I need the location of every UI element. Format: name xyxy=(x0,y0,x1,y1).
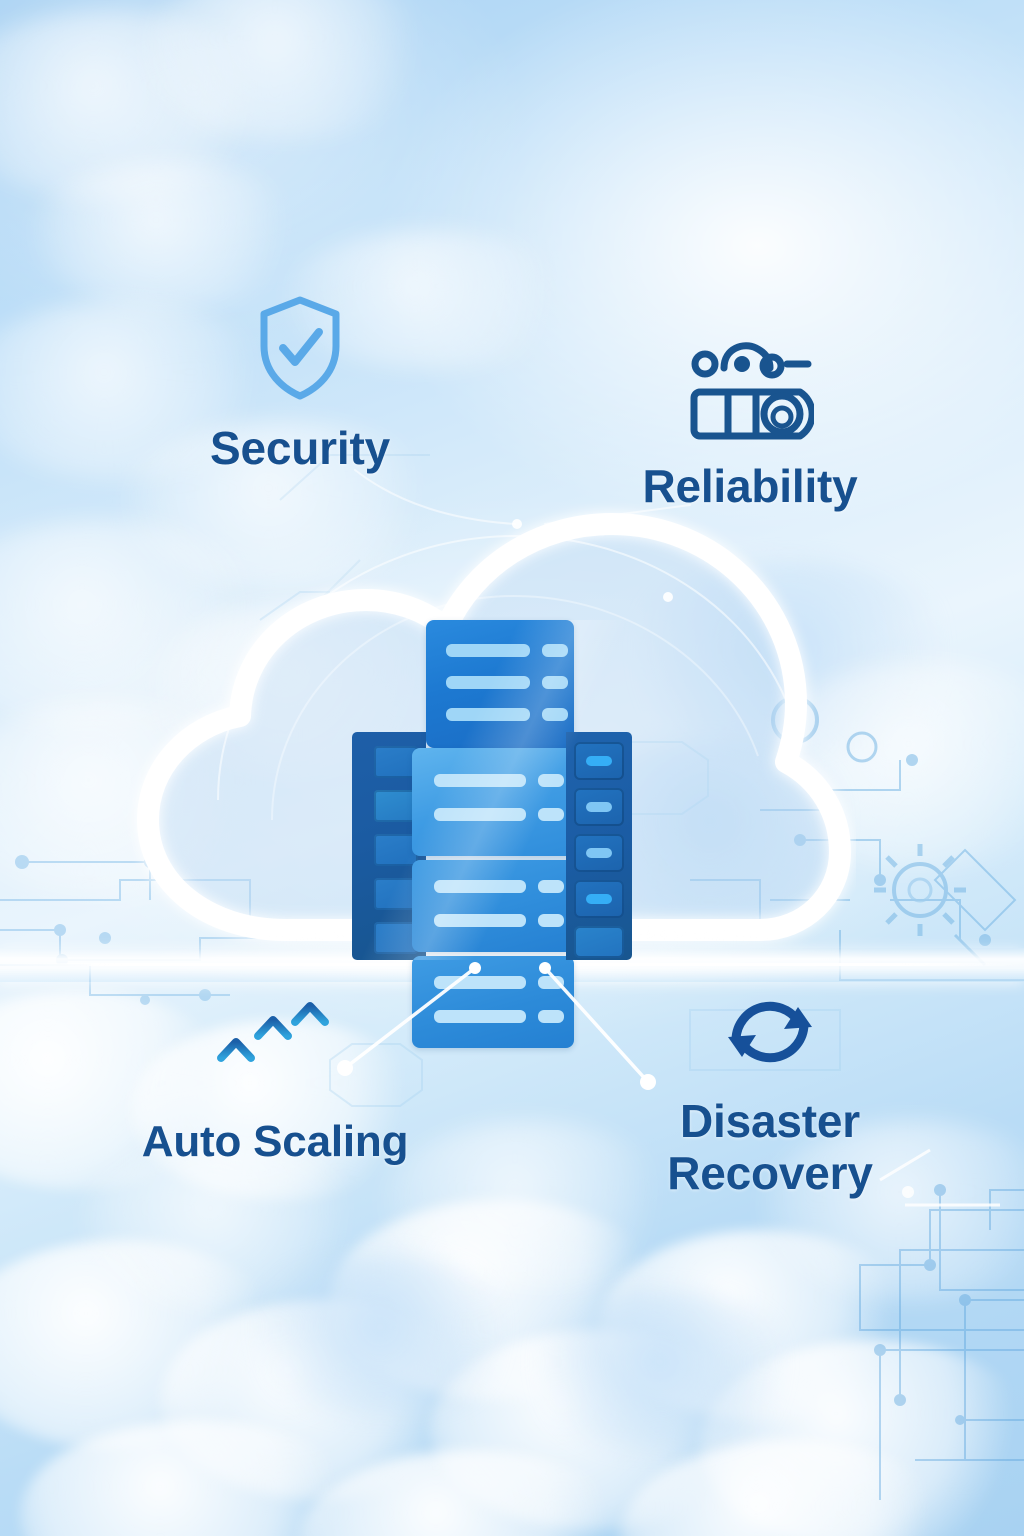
feature-disaster-recovery[interactable]: Disaster Recovery xyxy=(600,985,940,1199)
feature-label-security: Security xyxy=(210,422,390,474)
feature-label-auto-scaling: Auto Scaling xyxy=(141,1117,409,1166)
server-right-column xyxy=(566,732,632,960)
server-stack-graphic xyxy=(352,620,632,1048)
three-up-arrows-icon xyxy=(210,995,340,1105)
server-unit-top xyxy=(426,620,574,748)
feature-label-disaster-recovery: Disaster Recovery xyxy=(667,1095,873,1199)
feature-security[interactable]: Security xyxy=(165,292,435,475)
feature-reliability[interactable]: Reliability xyxy=(600,340,900,513)
shield-check-icon xyxy=(165,292,435,409)
feature-auto-scaling[interactable]: Auto Scaling xyxy=(110,995,440,1166)
server-unit-2 xyxy=(412,748,574,856)
circular-sync-arrows-icon xyxy=(600,985,940,1084)
server-unit-3 xyxy=(412,860,574,952)
server-rack-badge-icon xyxy=(600,340,900,449)
feature-label-reliability: Reliability xyxy=(642,460,858,512)
